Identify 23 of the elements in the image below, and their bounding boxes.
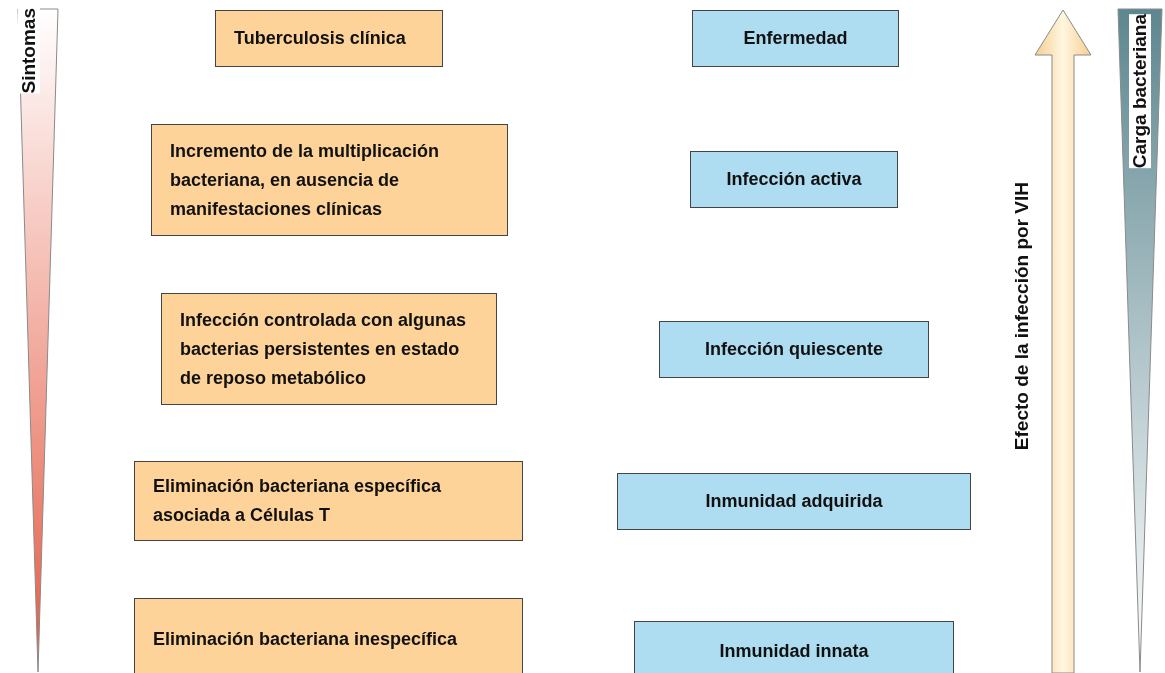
stage-box (151, 124, 508, 236)
stage-box (161, 293, 497, 405)
box-text: Inmunidad innata (719, 639, 869, 663)
state-box (692, 10, 899, 67)
box-text: Infección controlada con algunas bacterias persistentes en estado de reposo metabólico (180, 308, 468, 390)
box-text: Incremento de la multiplicación bacteriana, en ausencia de manifestaciones clínicas (170, 139, 441, 221)
box-text: Inmunidad adquirida (705, 490, 883, 513)
box-text: Tuberculosis clínica (234, 27, 406, 50)
stage-box (134, 461, 523, 541)
box-text: Infección activa (726, 168, 862, 191)
state-box (659, 321, 929, 378)
box-text: Infección quiescente (704, 338, 884, 361)
triangle-label: Sintomas (18, 8, 40, 94)
vertical-label: Efecto de la infección por VIH (1011, 182, 1033, 451)
box-text: Enfermedad (743, 27, 848, 50)
stage-box (134, 598, 523, 673)
state-box (617, 473, 971, 530)
box-text: Eliminación bacteriana específica asociada a Células T (153, 475, 443, 527)
state-box (690, 151, 898, 208)
stage-box (215, 10, 443, 67)
box-text: Eliminación bacteriana inespecífica (153, 627, 458, 651)
triangle-label: Carga bacteriana (1129, 14, 1151, 169)
state-box (634, 621, 954, 673)
